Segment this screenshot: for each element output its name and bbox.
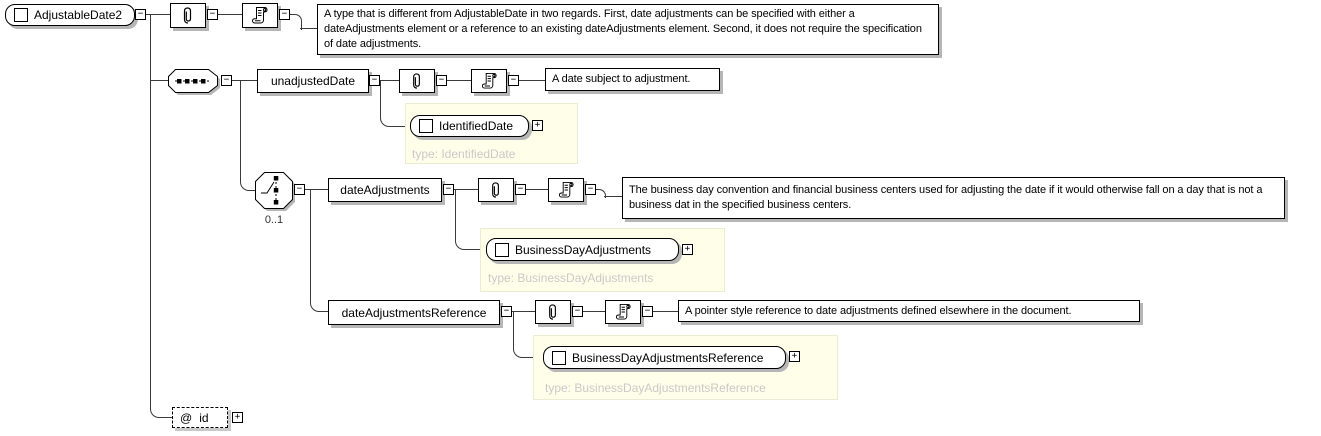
connector-line (526, 189, 548, 190)
collapse-toggle[interactable]: − (294, 184, 305, 195)
occurrence-label: 0..1 (264, 214, 284, 226)
connector-line (218, 14, 242, 15)
annotation-box (478, 178, 514, 202)
root-element-label: AdjustableDate2 (34, 8, 123, 22)
element-node-unadjustedDate[interactable]: unadjustedDate (257, 69, 369, 93)
documentation-box (242, 3, 278, 28)
collapse-toggle[interactable]: − (501, 306, 512, 317)
attribute-node-id[interactable]: @ id (172, 407, 228, 428)
connector-line (519, 80, 545, 81)
collapse-toggle[interactable]: − (369, 75, 380, 86)
type-caption: type: BusinessDayAdjustmentsReference (545, 381, 766, 395)
collapse-toggle[interactable]: − (279, 9, 290, 20)
connector-line (455, 189, 456, 241)
connector-line (300, 28, 317, 29)
connector-elbow (240, 180, 256, 191)
collapse-toggle[interactable]: − (585, 184, 596, 195)
paperclip-icon (492, 182, 499, 198)
type-element-label: IdentifiedDate (439, 119, 514, 133)
attribute-label: id (199, 410, 209, 425)
documentation-text-content: The business day convention and financia… (629, 184, 1263, 211)
element-square-icon (419, 119, 433, 133)
connector-line (454, 189, 478, 190)
connector-line (150, 14, 151, 404)
scroll-icon (615, 303, 631, 320)
collapse-toggle[interactable]: − (436, 75, 447, 86)
connector-line (240, 80, 241, 180)
type-element-BusinessDayAdjustments[interactable]: BusinessDayAdjustments (486, 238, 679, 261)
expand-toggle[interactable]: + (682, 244, 693, 255)
documentation-box (548, 178, 584, 202)
connector-line (305, 189, 328, 190)
scroll-icon (558, 181, 574, 198)
collapse-toggle[interactable]: − (572, 306, 583, 317)
documentation-box (471, 69, 507, 93)
documentation-text: A type that is different from Adjustable… (317, 4, 939, 55)
documentation-text: A pointer style reference to date adjust… (678, 300, 1140, 322)
paperclip-icon (413, 73, 420, 89)
type-caption: type: IdentifiedDate (412, 147, 516, 161)
element-square-icon (14, 8, 28, 22)
expand-toggle[interactable]: + (789, 351, 800, 362)
element-label: unadjustedDate (270, 74, 356, 88)
annotation-box (535, 300, 571, 324)
root-element-node[interactable]: AdjustableDate2 (5, 4, 135, 26)
collapse-toggle[interactable]: − (221, 75, 232, 86)
documentation-text-content: A type that is different from Adjustable… (324, 8, 922, 50)
documentation-box (605, 300, 641, 324)
connector-line (380, 80, 381, 118)
connector-line (653, 311, 678, 312)
connector-elbow (455, 241, 487, 250)
collapse-toggle[interactable]: − (515, 184, 526, 195)
connector-elbow (290, 14, 302, 30)
element-square-icon (495, 242, 509, 257)
connector-line (447, 80, 471, 81)
paperclip-icon (183, 7, 192, 24)
element-label: dateAdjustments (340, 183, 430, 197)
annotation-box (399, 69, 435, 93)
documentation-text: A date subject to adjustment. (545, 68, 720, 91)
connector-line (512, 311, 535, 312)
connector-elbow (596, 189, 606, 198)
connector-line (604, 196, 622, 197)
at-sign-icon: @ (180, 410, 193, 425)
collapse-toggle[interactable]: − (207, 9, 218, 20)
connector-line (232, 80, 257, 81)
collapse-toggle[interactable]: − (135, 9, 146, 20)
annotation-box (170, 3, 206, 28)
element-node-dateAdjustments[interactable]: dateAdjustments (328, 178, 442, 202)
connector-line (583, 311, 605, 312)
collapse-toggle[interactable]: − (508, 75, 519, 86)
element-square-icon (552, 350, 566, 365)
element-node-dateAdjustmentsReference[interactable]: dateAdjustmentsReference (328, 300, 500, 325)
connector-elbow (310, 301, 329, 312)
documentation-text-content: A pointer style reference to date adjust… (685, 304, 1072, 317)
connector-line (146, 14, 170, 15)
documentation-text: The business day convention and financia… (622, 177, 1285, 219)
type-element-label: BusinessDayAdjustments (515, 242, 652, 257)
connector-elbow (380, 118, 411, 127)
connector-elbow (150, 404, 172, 418)
type-element-IdentifiedDate[interactable]: IdentifiedDate (410, 115, 529, 137)
element-label: dateAdjustmentsReference (341, 305, 487, 320)
connector-line (513, 311, 514, 349)
connector-line (310, 189, 311, 301)
connector-line (150, 80, 168, 81)
expand-toggle[interactable]: + (532, 120, 543, 131)
collapse-toggle[interactable]: − (443, 184, 454, 195)
connector-line (380, 80, 399, 81)
expand-toggle[interactable]: + (232, 412, 243, 423)
collapse-toggle[interactable]: − (642, 306, 653, 317)
scroll-icon (251, 7, 268, 24)
choice-indicator[interactable] (255, 172, 297, 213)
choice-switch-icon (261, 181, 275, 194)
sequence-indicator[interactable] (168, 69, 222, 96)
type-element-BusinessDayAdjustmentsReference[interactable]: BusinessDayAdjustmentsReference (543, 346, 786, 369)
type-caption: type: BusinessDayAdjustments (488, 271, 654, 285)
documentation-text-content: A date subject to adjustment. (552, 73, 691, 85)
scroll-icon (481, 72, 497, 89)
paperclip-icon (549, 304, 556, 320)
connector-elbow (513, 349, 544, 358)
type-element-label: BusinessDayAdjustmentsReference (572, 350, 764, 365)
